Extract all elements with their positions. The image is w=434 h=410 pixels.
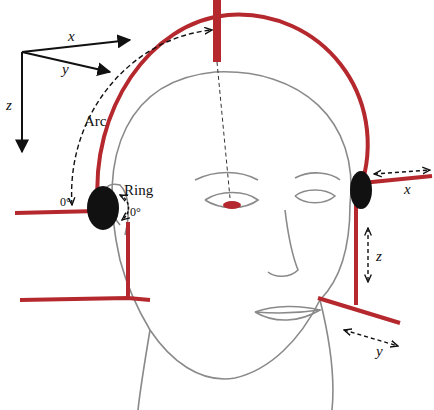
angle-label: 0°: [60, 196, 71, 208]
arc-label: Arc: [84, 114, 107, 129]
axis-label: y: [376, 344, 383, 359]
axis-label: x: [404, 182, 411, 197]
axis-label: z: [376, 249, 382, 264]
axis-label: y: [62, 62, 69, 77]
angle-label: 0°: [130, 206, 141, 218]
axis-label: x: [68, 29, 75, 44]
axis-label: z: [6, 98, 12, 113]
ring-label: Ring: [124, 183, 153, 198]
